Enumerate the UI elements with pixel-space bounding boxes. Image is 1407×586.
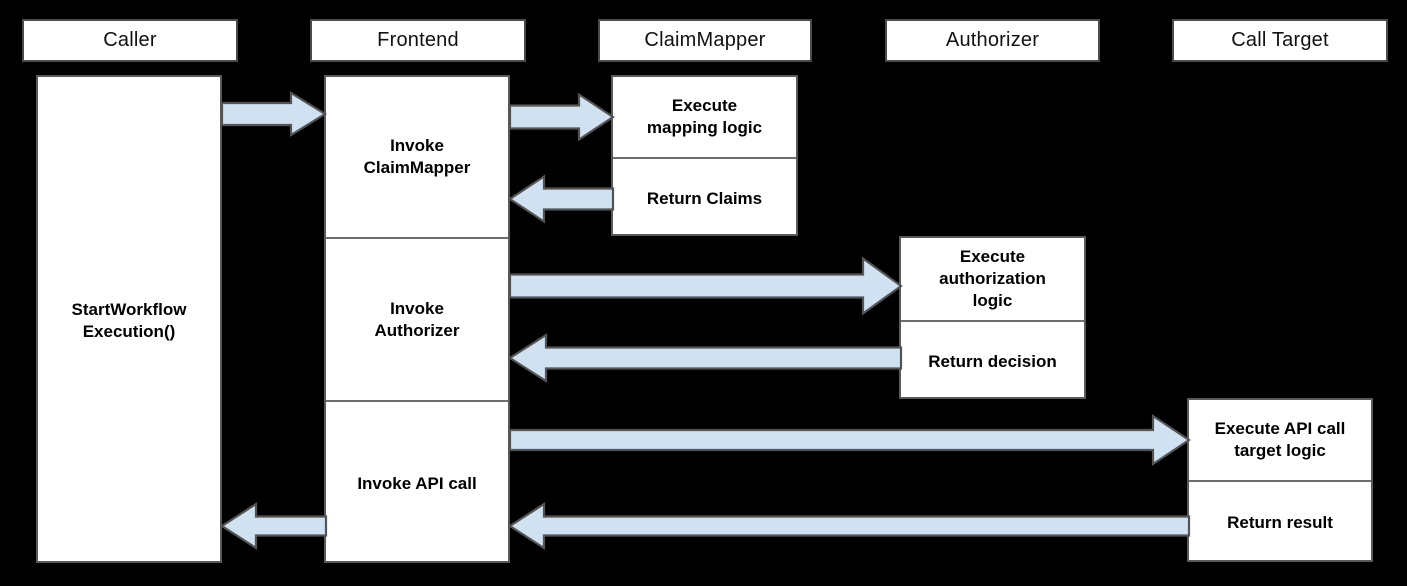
- activation-segment-label: Return decision: [928, 351, 1057, 371]
- message-arrow-msg-claimmapper-to-frontend: [508, 174, 615, 224]
- activation-segment-label: Execute authorization logic: [939, 247, 1046, 310]
- activation-segment-label: StartWorkflow Execution(): [71, 300, 187, 341]
- activation-segment-label: Invoke API call: [357, 473, 477, 493]
- participant-header-calltarget: Call Target: [1172, 19, 1388, 62]
- message-arrow-msg-frontend-to-caller: [219, 501, 328, 551]
- activation-segment-authorizer-seg-execute: Execute authorization logic: [901, 238, 1084, 320]
- activation-segment-claimmapper-seg-execute: Execute mapping logic: [613, 77, 796, 157]
- message-arrow-msg-caller-to-frontend: [220, 91, 328, 137]
- participant-header-authorizer: Authorizer: [885, 19, 1100, 62]
- activation-segment-caller-seg-start: StartWorkflow Execution(): [38, 77, 220, 565]
- message-arrow-msg-frontend-to-claimmapper: [508, 92, 615, 142]
- activation-segment-calltarget-seg-execute: Execute API call target logic: [1189, 400, 1371, 480]
- activation-segment-label: Execute mapping logic: [646, 96, 763, 137]
- participant-header-label: Authorizer: [945, 29, 1040, 51]
- activation-segment-authorizer-seg-return: Return decision: [901, 320, 1084, 401]
- participant-header-label: Call Target: [1231, 29, 1329, 51]
- activation-segment-frontend-seg-apicall: Invoke API call: [326, 400, 508, 565]
- activation-segment-label: Invoke ClaimMapper: [363, 136, 471, 177]
- message-arrow-msg-frontend-to-calltarget: [508, 413, 1191, 467]
- participant-header-caller: Caller: [22, 19, 238, 62]
- activation-segment-calltarget-seg-return: Return result: [1189, 480, 1371, 564]
- activation-segment-label: Execute API call target logic: [1214, 419, 1346, 460]
- activation-segment-claimmapper-seg-return: Return Claims: [613, 157, 796, 238]
- message-arrow-msg-calltarget-to-frontend: [507, 501, 1191, 551]
- participant-header-label: ClaimMapper: [644, 29, 766, 51]
- activation-segment-label: Invoke Authorizer: [374, 298, 460, 340]
- activation-segment-frontend-seg-claimmapper: Invoke ClaimMapper: [326, 77, 508, 237]
- message-arrow-msg-authorizer-to-frontend: [507, 332, 903, 384]
- participant-header-label: Caller: [103, 29, 157, 51]
- activation-segment-frontend-seg-authorizer: Invoke Authorizer: [326, 237, 508, 400]
- participant-header-label: Frontend: [377, 29, 459, 51]
- lifeline-caller-lifeline: StartWorkflow Execution(): [36, 75, 222, 563]
- message-arrow-msg-frontend-to-authorizer: [508, 256, 903, 316]
- activation-segment-label: Return result: [1227, 513, 1333, 533]
- activation-segment-label: Return Claims: [646, 188, 763, 208]
- participant-header-frontend: Frontend: [310, 19, 526, 62]
- participant-header-claimmapper: ClaimMapper: [598, 19, 812, 62]
